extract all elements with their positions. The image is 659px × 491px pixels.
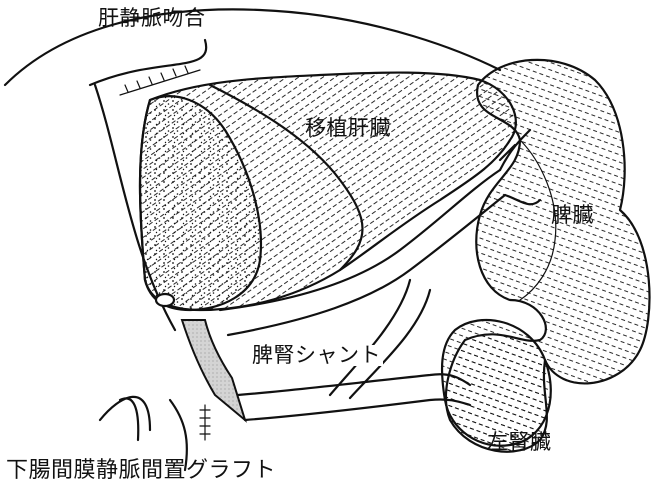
rib-outline <box>90 40 206 85</box>
label-hepatic-vein-anastomosis: 肝静脈吻合 <box>98 8 206 29</box>
renal-vein-2 <box>245 399 470 420</box>
label-left-kidney: 左腎臓 <box>487 432 552 453</box>
renal-vein <box>238 374 470 395</box>
graft-suture <box>200 405 210 440</box>
kidney-shape <box>442 320 551 446</box>
liver-vessel-stump <box>156 294 174 306</box>
mesenteric-graft <box>182 320 245 420</box>
pelvis-outline <box>100 397 150 440</box>
label-mesenteric-vein-graft: 下腸間膜静脈間置グラフト <box>6 460 276 482</box>
label-splenorenal-shunt: 脾腎シャント <box>250 345 383 366</box>
label-spleen: 脾臓 <box>551 205 594 226</box>
label-transplanted-liver: 移植肝臓 <box>305 118 391 139</box>
